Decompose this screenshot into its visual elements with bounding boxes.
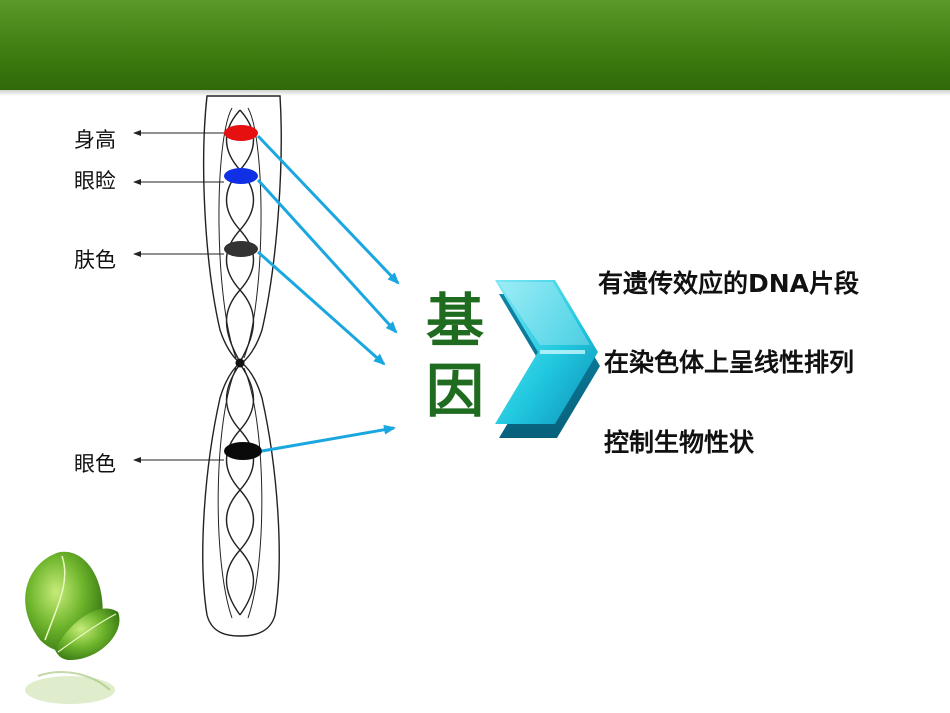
band-height [224,125,258,141]
trait-label-eye: 眼色 [74,452,116,476]
gene-arrows [256,134,400,453]
band-eye [224,442,262,460]
header-shadow [0,90,950,96]
header-band [0,0,950,90]
gene-title-line2: 因 [425,357,484,425]
gene-title: 基 因 [420,286,490,426]
chromosome [202,95,282,637]
property-dna-segment: 有遗传效应的DNA片段 [598,269,860,298]
property-control-traits: 控制生物性状 [604,428,755,457]
chevron-right-icon [495,280,600,438]
property-linear-arrangement: 在染色体上呈线性排列 [604,348,855,377]
band-skin [224,241,258,257]
leaf-icon [25,551,120,704]
band-eyelid [224,168,258,184]
centromere [235,358,245,368]
trait-label-height: 身高 [74,128,116,152]
trait-label-eyelid: 眼睑 [74,169,116,193]
label-pointers [133,130,224,463]
gene-title-line1: 基 [425,287,484,355]
trait-label-skin: 肤色 [74,248,116,272]
